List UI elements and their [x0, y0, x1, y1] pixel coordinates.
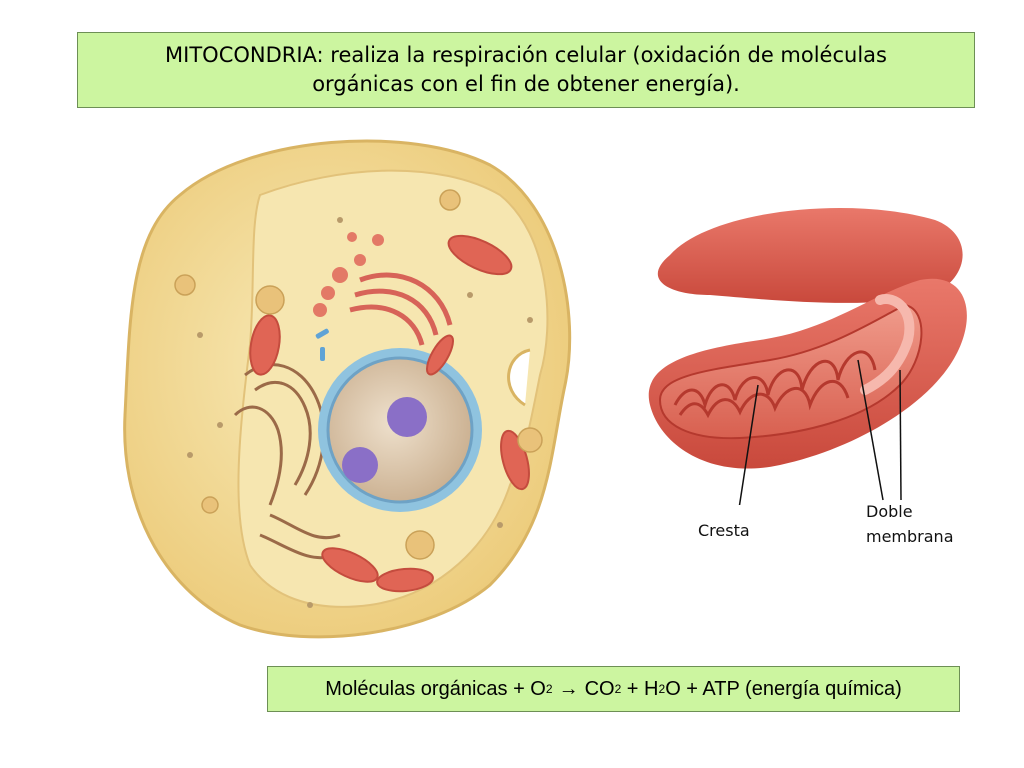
- label-membrana: membrana: [866, 527, 954, 546]
- cell-notch: [507, 348, 531, 407]
- inner-membrane: [860, 294, 915, 395]
- ribosomes: [187, 217, 533, 608]
- o2-subscript: 2: [545, 682, 553, 696]
- equation-products: O + ATP (energía química): [665, 677, 902, 700]
- title-line-1: MITOCONDRIA: realiza la respiración celu…: [165, 43, 887, 67]
- equation-reactants: Moléculas orgánicas + O: [325, 677, 546, 700]
- centrioles: [315, 328, 329, 361]
- nucleolus: [387, 397, 427, 437]
- nucleus: [318, 348, 482, 512]
- animal-cell-illustration: [123, 139, 572, 639]
- equation-plus-h: + H: [621, 677, 659, 700]
- label-doble: Doble: [866, 502, 913, 521]
- equation-arrow: →: [558, 677, 579, 700]
- nucleolus: [342, 447, 378, 483]
- cresta-pointer: [738, 384, 759, 505]
- title-box: MITOCONDRIA: realiza la respiración celu…: [77, 32, 975, 108]
- label-cresta: Cresta: [698, 521, 750, 540]
- organelle-granules: [174, 189, 543, 560]
- golgi-apparatus: [349, 272, 453, 346]
- equation-co2: CO: [584, 677, 615, 700]
- mitochondrion-illustration: [648, 207, 967, 505]
- mitochondrion-back-half: [657, 207, 963, 303]
- co2-subscript: 2: [614, 682, 622, 696]
- title-line-2: orgánicas con el fin de obtener energía)…: [312, 72, 740, 96]
- h2o-subscript: 2: [658, 682, 666, 696]
- cell-mitochondria: [249, 234, 530, 593]
- outer-membrane-pointer: [899, 369, 902, 501]
- inner-membrane-pointer: [857, 359, 884, 501]
- vesicles: [313, 232, 384, 317]
- cristae: [673, 350, 877, 419]
